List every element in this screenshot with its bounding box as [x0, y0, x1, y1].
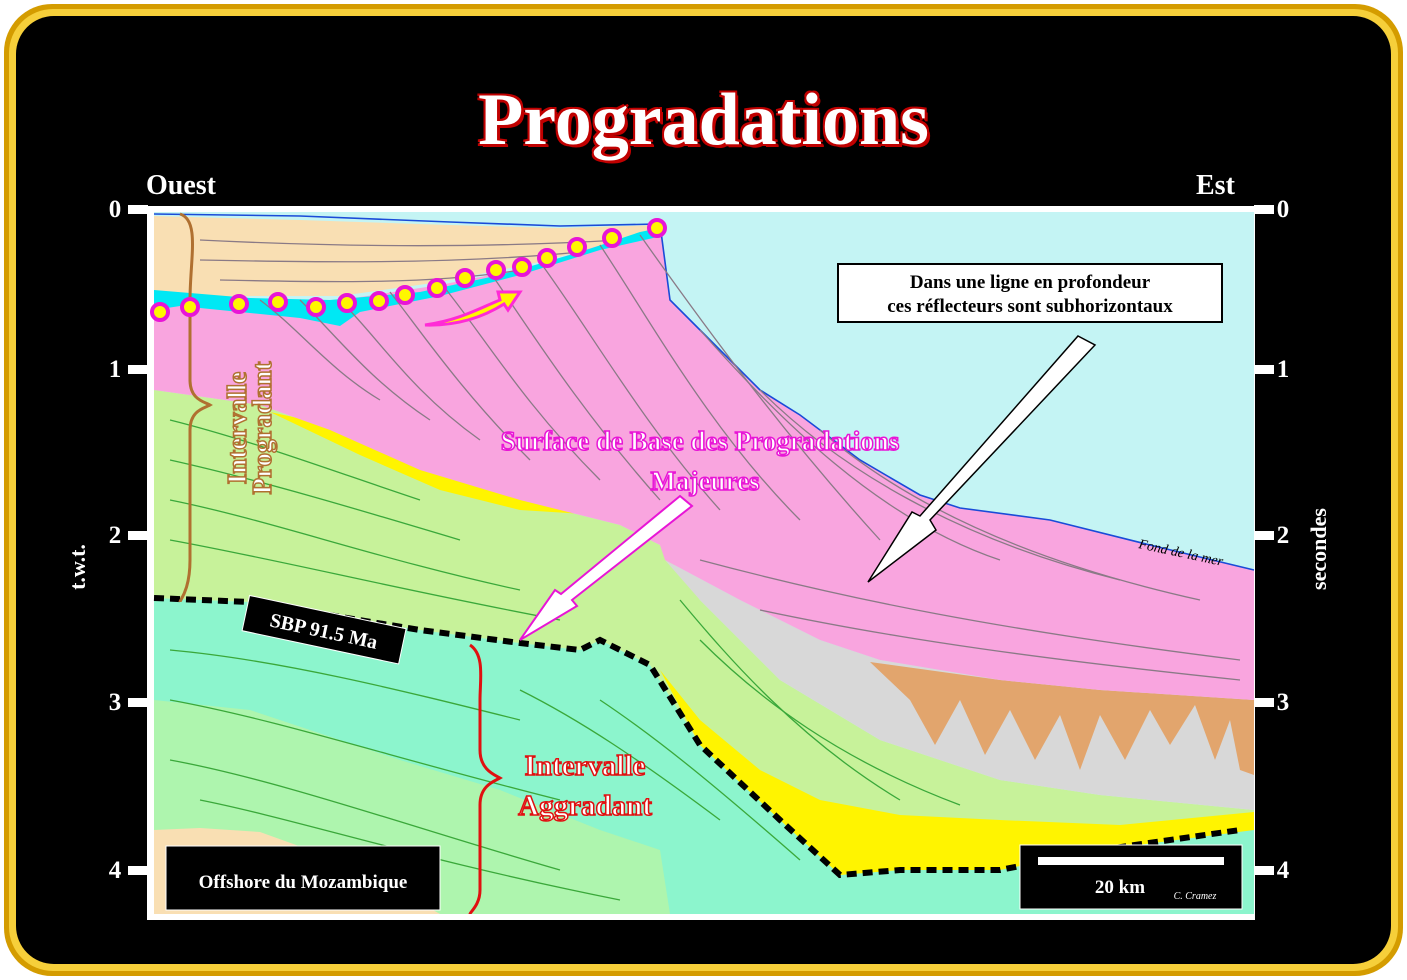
aggrading-reflectors — [169, 419, 961, 901]
east-label: Est — [1196, 170, 1235, 201]
scale-label: 20 km — [1095, 877, 1145, 898]
depth-callout-line1: Dans une ligne en profondeur — [910, 272, 1151, 293]
slide-title: Progradations — [478, 79, 929, 161]
prograding-reflectors — [199, 234, 1241, 681]
location-label: Offshore du Mozambique — [199, 872, 408, 893]
prograding-interval-line1: Intervalle — [222, 372, 252, 484]
progradation-arrow — [424, 290, 523, 327]
right-tick-1: 1 — [1276, 356, 1290, 383]
aggrading-interval-line1: Intervalle — [525, 750, 646, 782]
aggrading-brace — [468, 643, 503, 915]
credit-label: C. Cramez — [1174, 891, 1217, 902]
right-tick-0: 0 — [1276, 196, 1290, 223]
tick-marks — [128, 205, 1274, 875]
left-tick-3: 3 — [108, 689, 122, 716]
sbp-unconformity — [153, 595, 1241, 879]
surface-label-line2: Majeures — [651, 466, 760, 496]
right-tick-3: 3 — [1276, 689, 1290, 716]
west-label: Ouest — [146, 170, 216, 201]
green-unit — [154, 390, 1254, 875]
depth-callout-line2: ces réflecteurs sont subhorizontaux — [887, 296, 1173, 317]
left-tick-1: 1 — [108, 356, 122, 383]
left-tick-4: 4 — [108, 857, 122, 884]
depth-callout-box — [837, 263, 1223, 323]
lower-yellow-wedge — [660, 670, 1254, 875]
prograding-interval-line2: Progradant — [247, 361, 277, 494]
location-box — [165, 845, 441, 911]
prograding-unit — [154, 228, 1254, 700]
left-tick-2: 2 — [108, 522, 122, 549]
scale-bar — [1038, 857, 1224, 865]
surface-label-line1: Surface de Base des Progradations — [501, 426, 900, 456]
aggrading-interval-line2: Aggradant — [518, 790, 652, 822]
depth-callout-arrow — [867, 335, 1097, 583]
right-tick-4: 4 — [1276, 857, 1290, 884]
surface-callout-arrow — [519, 494, 694, 641]
left-tick-0: 0 — [108, 196, 122, 223]
right-tick-2: 2 — [1276, 522, 1290, 549]
toplap-markers — [150, 218, 667, 322]
orange-unit — [870, 662, 1254, 775]
scale-bar-box — [1019, 844, 1243, 910]
shelf-top-unit — [154, 216, 660, 298]
prograding-brace — [178, 212, 213, 603]
